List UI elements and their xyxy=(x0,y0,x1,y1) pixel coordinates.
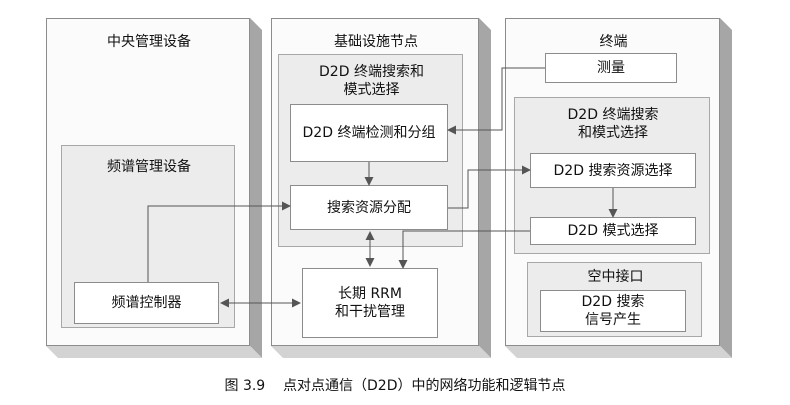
column-title: 终端 xyxy=(599,34,628,50)
arrow-measure-to-detect xyxy=(447,67,545,135)
panel-title: 频谱管理设备 xyxy=(107,159,191,175)
node-mode-selection: D2D 模式选择 xyxy=(530,217,696,245)
panel-title: D2D 终端搜索 和模式选择 xyxy=(567,107,659,141)
panel-title: D2D 终端搜索和 模式选择 xyxy=(319,64,424,98)
node-long-term-rrm: 长期 RRM 和干扰管理 xyxy=(302,268,438,338)
node-search-signal-generation: D2D 搜索 信号产生 xyxy=(540,290,686,332)
panel-title: 空中接口 xyxy=(587,269,644,285)
arrow-controller-to-allocation xyxy=(147,201,291,282)
node-spectrum-controller: 频谱控制器 xyxy=(74,282,219,324)
node-search-resource-allocation: 搜索资源分配 xyxy=(290,185,448,230)
node-measurement: 测量 xyxy=(545,53,677,83)
arrow-mode-to-rrm xyxy=(398,230,530,269)
column-title: 中央管理设备 xyxy=(107,34,191,50)
arrow-allocation-to-resource-selection xyxy=(448,165,531,209)
node-search-resource-selection: D2D 搜索资源选择 xyxy=(530,153,696,188)
column-title: 基础设施节点 xyxy=(334,34,418,50)
figure-caption: 图 3.9 点对点通信（D2D）中的网络功能和逻辑节点 xyxy=(224,378,566,394)
